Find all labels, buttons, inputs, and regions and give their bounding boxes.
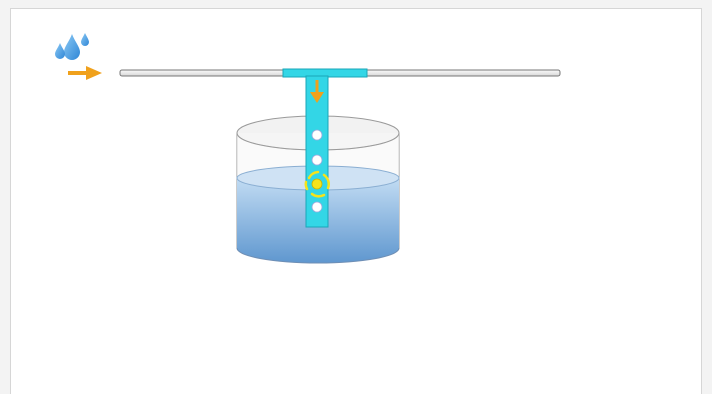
bubble-highlight-icon xyxy=(304,170,330,198)
air-hole xyxy=(311,154,323,166)
vertical-tube xyxy=(305,75,329,228)
flow-arrow-icon xyxy=(68,66,102,80)
air-hole xyxy=(311,129,323,141)
water-drops-icon xyxy=(55,33,89,60)
air-hole xyxy=(311,201,323,213)
air-hole-active xyxy=(311,178,323,190)
air-holes xyxy=(311,129,323,213)
down-arrow-icon xyxy=(310,80,324,103)
